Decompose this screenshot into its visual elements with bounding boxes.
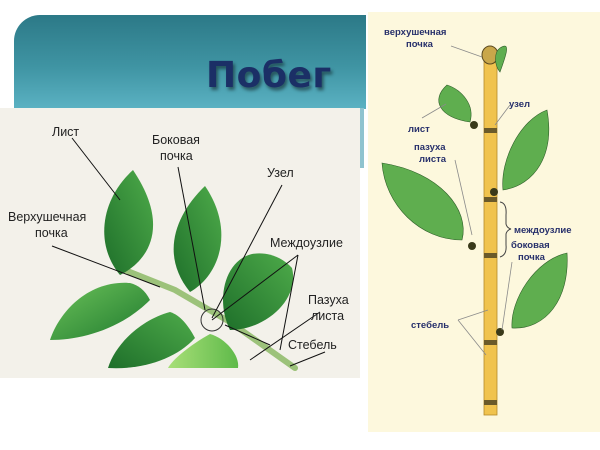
leaf [381, 162, 464, 241]
label-lateral-bud-1: Боковая [152, 133, 200, 147]
label-node: узел [509, 99, 531, 110]
leaf [511, 252, 568, 329]
banner-edge [360, 108, 364, 168]
label-apical-bud-1: верхушечная [384, 27, 447, 38]
leaf [50, 282, 150, 340]
label-leaf-axil-2: листа [311, 309, 345, 323]
label-lateral-bud-1: боковая [511, 240, 550, 251]
title-banner [14, 15, 366, 109]
leaf [104, 170, 154, 275]
label-apical-bud-2: почка [35, 226, 68, 240]
leaf [223, 253, 294, 330]
label-node: Узел [267, 166, 294, 180]
label-leaf-axil-1: Пазуха [308, 293, 349, 307]
leaf [502, 109, 549, 191]
label-stem: Стебель [288, 338, 337, 352]
slide-title: Побег [206, 55, 332, 96]
label-apical-bud-2: почка [406, 39, 433, 50]
label-stem: стебель [411, 320, 450, 331]
leaf [168, 334, 239, 368]
label-internode: междоузлие [514, 225, 572, 236]
leaf [438, 84, 472, 123]
leaf [173, 186, 222, 292]
label-leaf-axil-2: листа [419, 154, 447, 165]
label-apical-bud-1: Верхушечная [8, 210, 87, 224]
label-leaf-axil-1: пазуха [414, 142, 446, 153]
label-lateral-bud-2: почка [518, 252, 545, 263]
label-leaf: лист [408, 124, 430, 135]
label-lateral-bud-2: почка [160, 149, 193, 163]
label-internode: Междоузлие [270, 236, 343, 250]
leaf [495, 45, 507, 73]
leaf [108, 312, 195, 369]
label-leaf: Лист [52, 125, 80, 139]
